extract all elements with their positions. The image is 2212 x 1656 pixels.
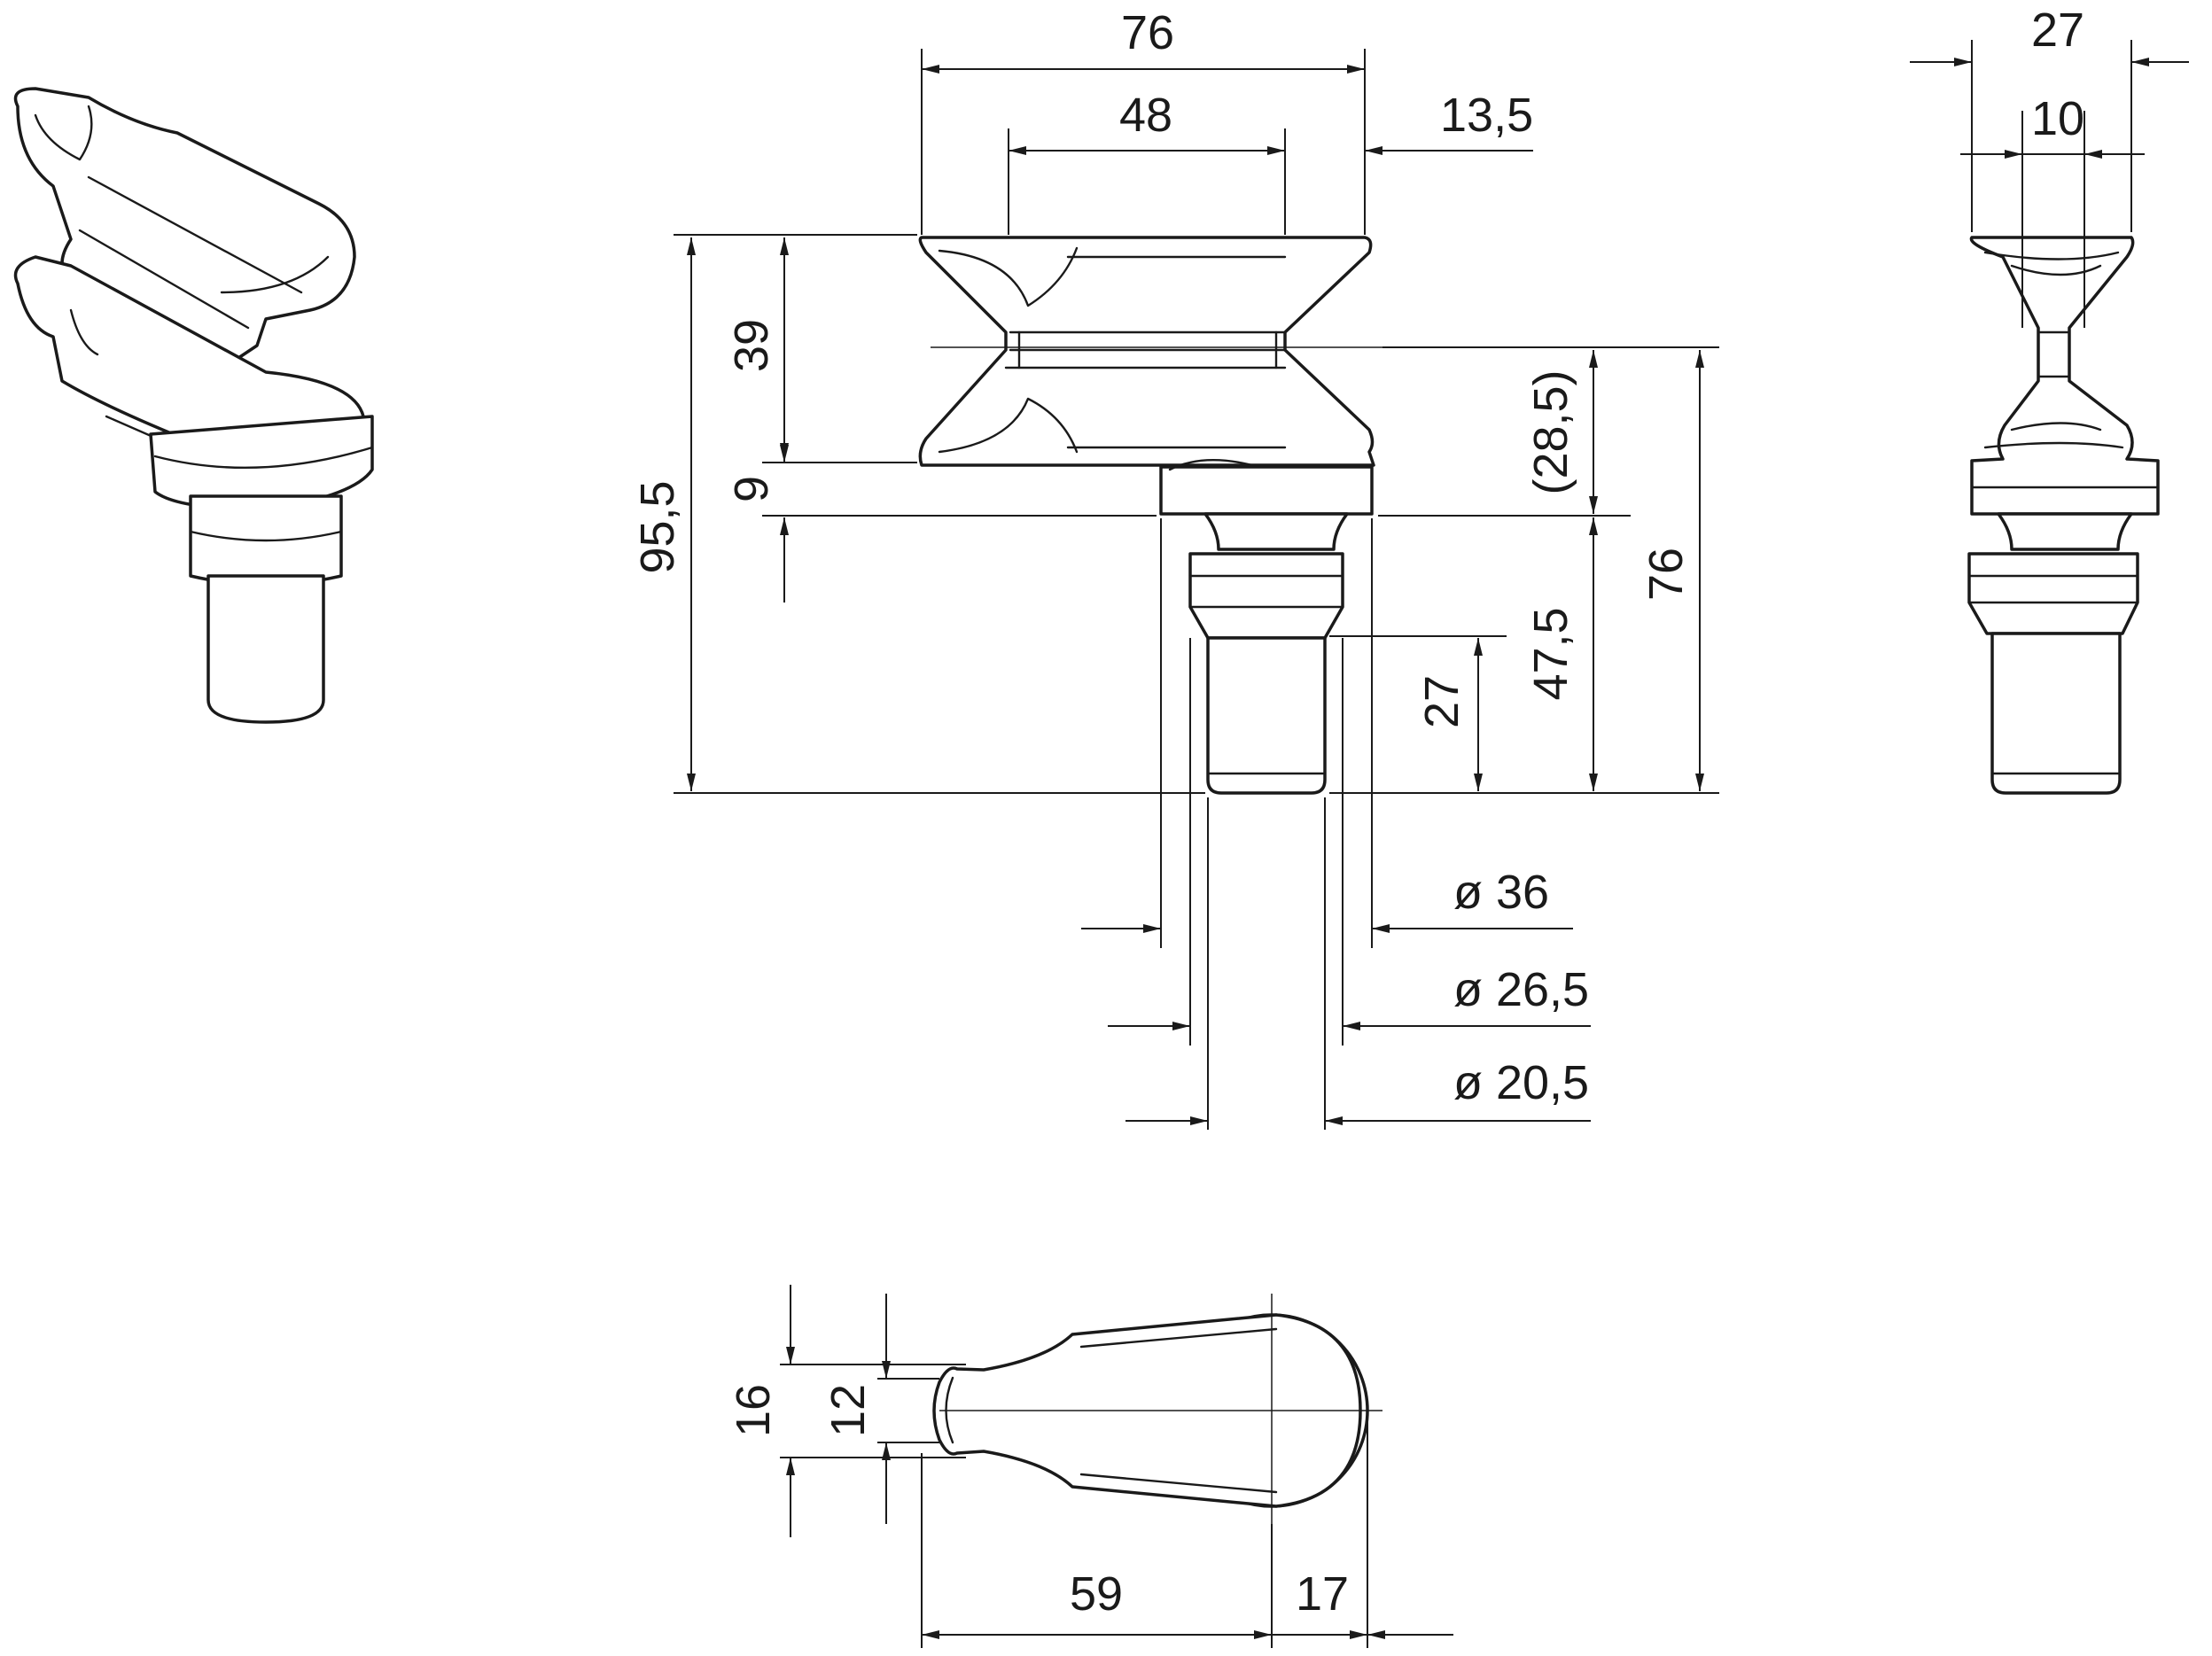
- dim-side-neck: 10: [2031, 92, 2084, 145]
- extension-lines: [674, 40, 2132, 1648]
- dim-dia-thread: ø 20,5: [1453, 1056, 1589, 1109]
- dim-front-width: 76: [1121, 6, 1174, 59]
- dim-top-outer-width: 16: [727, 1384, 780, 1437]
- dim-dia-collar: ø 36: [1453, 866, 1549, 919]
- dim-front-slot-width: 48: [1119, 89, 1172, 142]
- side-view: [1967, 236, 2160, 795]
- dimension-labels: 76 48 13,5 95,5 39 9 (28,5) 47,5 76 27 ø…: [631, 4, 2084, 1621]
- dim-shank-height: 47,5: [1524, 607, 1577, 700]
- dim-total-height: 95,5: [631, 480, 684, 573]
- dimension-lines: [687, 58, 2189, 1639]
- dim-dia-mid: ø 26,5: [1453, 963, 1589, 1016]
- dim-front-upper-height: 39: [725, 319, 778, 372]
- front-view: [918, 236, 1382, 795]
- dim-body-height: 76: [1640, 548, 1693, 601]
- dim-side-width: 27: [2031, 4, 2084, 57]
- dim-top-length: 59: [1070, 1567, 1123, 1621]
- dim-front-offset: 13,5: [1440, 89, 1533, 142]
- isometric-view: [13, 87, 374, 724]
- dim-front-collar-height: 9: [725, 476, 778, 502]
- dim-lower-height-ref: (28,5): [1524, 369, 1577, 494]
- dim-thread-length: 27: [1415, 675, 1468, 728]
- dim-top-radius: 17: [1296, 1567, 1349, 1621]
- top-view: [932, 1294, 1382, 1524]
- dim-top-inner-width: 12: [822, 1384, 875, 1437]
